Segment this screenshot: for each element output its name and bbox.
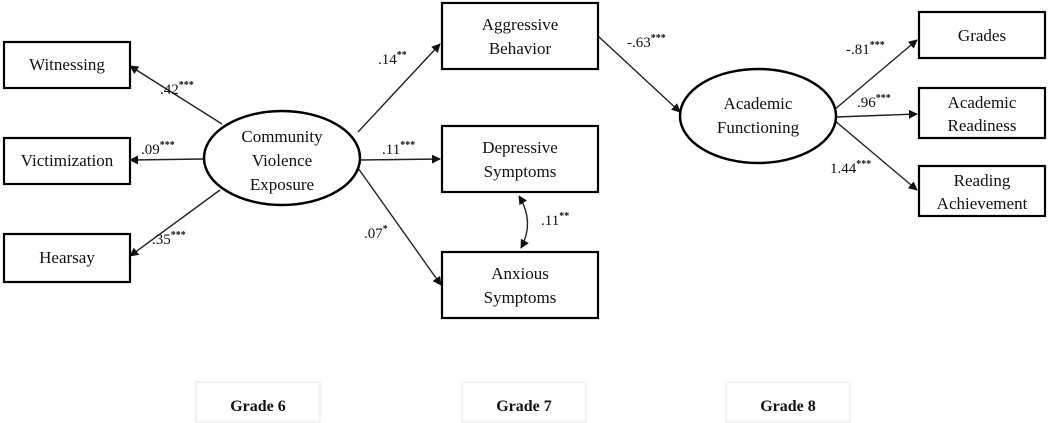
- path-academic-readiness: [835, 109, 918, 119]
- path-cve-depressive: [359, 154, 441, 164]
- coef-dep-anx: .11**: [541, 211, 569, 229]
- node-hearsay-label: Hearsay: [39, 248, 95, 267]
- coef-readiness: .96***: [857, 93, 891, 111]
- grade-6-label: Grade 6: [230, 398, 286, 415]
- coef-depressive: .11***: [382, 140, 415, 158]
- node-hearsay: Hearsay: [2, 232, 132, 284]
- node-community-violence-exposure: Community Violence Exposure: [202, 109, 362, 207]
- grade-6-label-box: Grade 6: [195, 381, 321, 423]
- node-aggressive-line2: Behavior: [489, 39, 552, 58]
- node-anxious-symptoms: Anxious Symptoms: [440, 250, 600, 320]
- node-academic-readiness: Academic Readiness: [917, 86, 1047, 140]
- path-cve-victimization: [129, 155, 205, 165]
- path-cve-hearsay: [129, 189, 221, 257]
- node-academic-functioning: Academic Functioning: [678, 67, 838, 165]
- node-victimization-label: Victimization: [21, 151, 114, 170]
- node-readiness-line2: Readiness: [948, 116, 1017, 135]
- node-witnessing-label: Witnessing: [29, 55, 105, 74]
- path-aggressive-academic: [597, 35, 681, 113]
- path-cve-witnessing: [129, 65, 223, 125]
- coef-reading: 1.44***: [830, 159, 871, 177]
- grade-8-label: Grade 8: [760, 398, 816, 415]
- node-reading-line1: Reading: [954, 171, 1011, 190]
- node-reading-achievement: Reading Achievement: [917, 164, 1047, 218]
- coef-anxious: .07*: [364, 224, 388, 242]
- node-grades: Grades: [917, 10, 1047, 60]
- path-academic-reading: [833, 119, 918, 191]
- node-reading-line2: Achievement: [937, 194, 1028, 213]
- node-academic-line1: Academic: [724, 94, 793, 113]
- coef-victimization: .09***: [141, 140, 175, 158]
- grade-7-label: Grade 7: [496, 398, 552, 415]
- grade-8-label-box: Grade 8: [725, 381, 851, 423]
- node-depressive-line1: Depressive: [482, 138, 558, 157]
- coef-grades: -.81***: [846, 40, 885, 58]
- node-cve-line3: Exposure: [250, 175, 314, 194]
- node-victimization: Victimization: [2, 136, 132, 186]
- node-cve-line2: Violence: [252, 151, 312, 170]
- grade-7-label-box: Grade 7: [461, 381, 587, 423]
- node-witnessing: Witnessing: [2, 40, 132, 90]
- node-anxious-line2: Symptoms: [484, 288, 557, 307]
- coef-aggressive: .14**: [378, 50, 407, 68]
- node-readiness-line1: Academic: [948, 93, 1017, 112]
- path-cve-anxious: [357, 167, 442, 286]
- coef-hearsay: .35***: [152, 230, 186, 248]
- node-academic-line2: Functioning: [717, 118, 800, 137]
- path-cve-aggressive: [357, 43, 441, 133]
- path-academic-grades: [833, 39, 918, 111]
- node-depressive-symptoms: Depressive Symptoms: [440, 124, 600, 194]
- coef-agg-academic: -.63***: [627, 33, 666, 51]
- node-anxious-line1: Anxious: [491, 264, 549, 283]
- node-aggressive-behavior: Aggressive Behavior: [440, 1, 600, 71]
- coef-witnessing: .42***: [160, 80, 194, 98]
- node-depressive-line2: Symptoms: [484, 162, 557, 181]
- node-grades-label: Grades: [958, 26, 1006, 45]
- node-cve-line1: Community: [241, 127, 323, 146]
- node-aggressive-line1: Aggressive: [482, 15, 558, 34]
- path-depressive-anxious-covariance: [518, 195, 529, 249]
